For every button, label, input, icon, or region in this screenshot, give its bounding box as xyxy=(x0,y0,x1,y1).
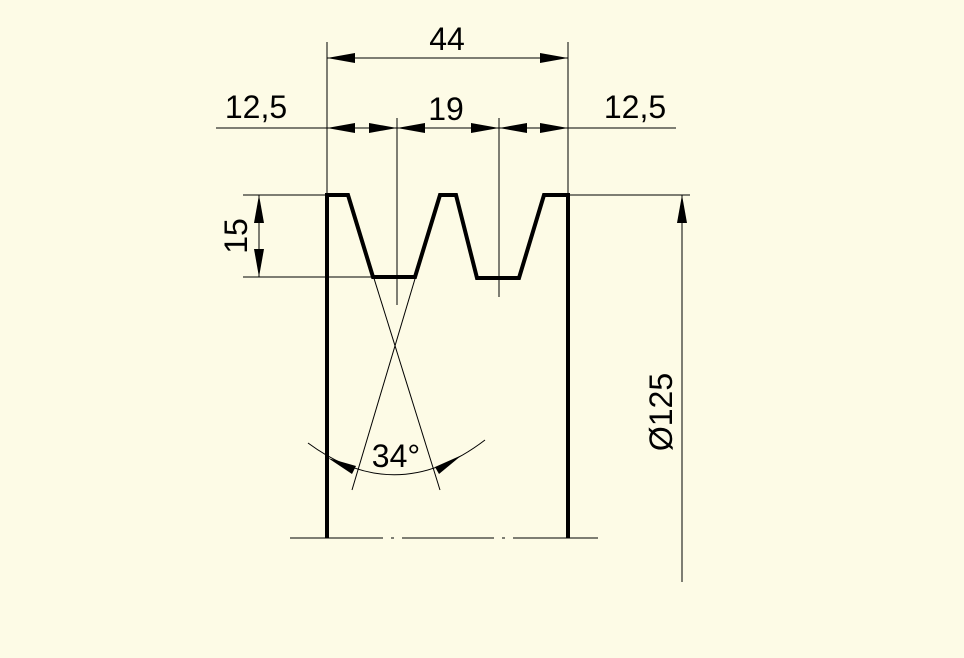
groove-spacing-dimension xyxy=(216,123,676,133)
diameter-label: Ø125 xyxy=(643,373,679,451)
groove-pitch-label: 19 xyxy=(428,91,464,127)
diameter-dimension xyxy=(677,195,687,582)
pulley-profile xyxy=(325,193,570,538)
right-offset-label: 12,5 xyxy=(604,89,666,125)
overall-width-dimension xyxy=(327,53,568,63)
extension-lines xyxy=(243,42,690,305)
groove-angle-lines xyxy=(307,194,486,491)
groove-angle-label: 34° xyxy=(372,438,420,474)
groove-profile-line xyxy=(325,193,570,538)
left-offset-label: 12,5 xyxy=(225,89,287,125)
groove-depth-label: 15 xyxy=(218,218,254,254)
overall-width-label: 44 xyxy=(429,21,465,57)
groove-depth-dimension xyxy=(254,195,264,277)
